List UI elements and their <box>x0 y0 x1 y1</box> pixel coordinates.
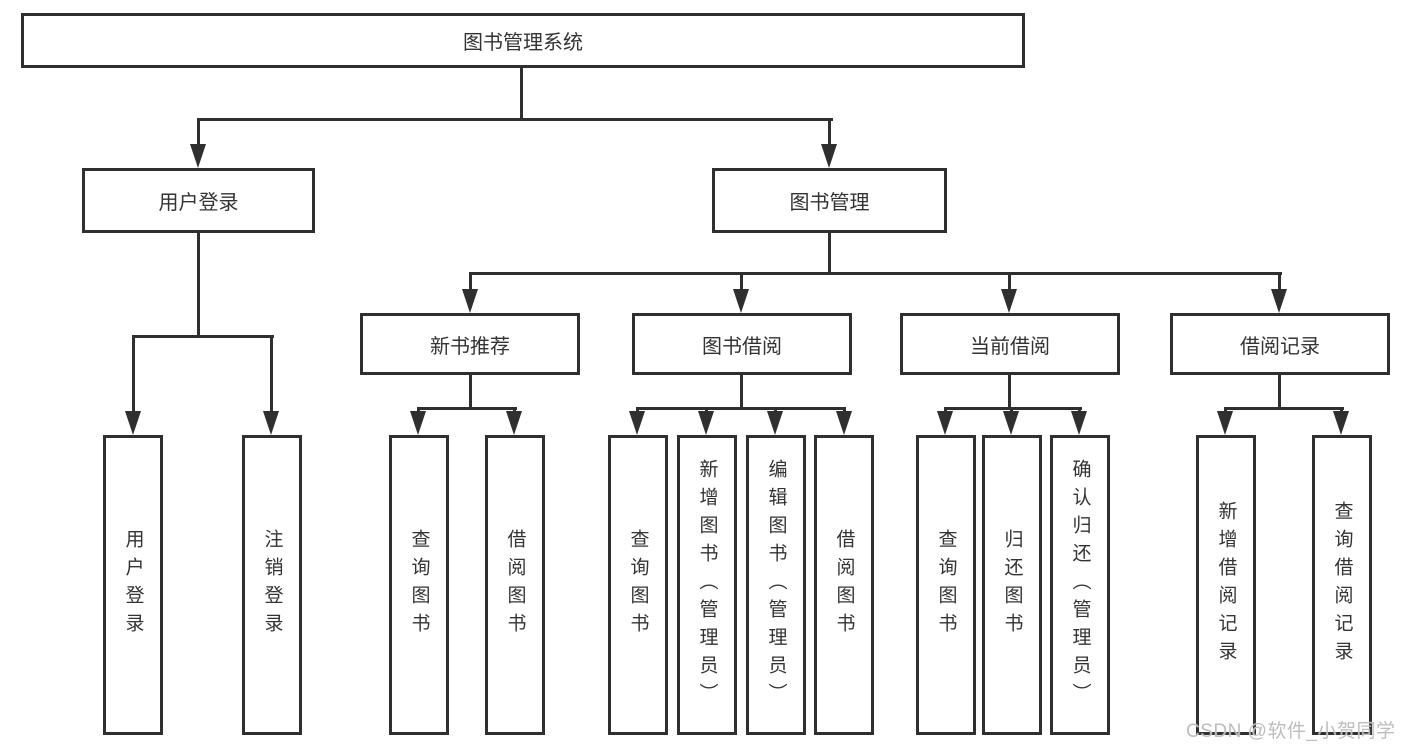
arrowhead-down-icon <box>506 411 522 435</box>
arrowhead-down-icon <box>767 411 783 435</box>
arrowhead-down-icon <box>836 411 852 435</box>
leaf-label: 新增借阅记录 <box>1215 501 1237 669</box>
leaf-label: 用户登录 <box>122 529 144 641</box>
arrowhead-down-icon <box>1071 411 1087 435</box>
node-book-management: 图书管理 <box>712 168 947 233</box>
connector-vline <box>1008 375 1011 409</box>
leaf-logout: 注销登录 <box>242 435 302 735</box>
leaf-add-books-admin: 新增图书（管理员） <box>677 435 737 735</box>
leaf-label: 查询图书 <box>935 529 957 641</box>
leaf-query-borrow-record: 查询借阅记录 <box>1312 435 1372 735</box>
leaf-label: 归还图书 <box>1001 529 1023 641</box>
leaf-user-login: 用户登录 <box>103 435 163 735</box>
connector-hline <box>132 335 274 338</box>
arrowhead-down-icon <box>821 144 837 168</box>
connector-vline <box>1008 272 1011 291</box>
arrowhead-down-icon <box>1001 289 1017 313</box>
connector-vline <box>469 272 472 291</box>
arrowhead-down-icon <box>733 289 749 313</box>
connector-vline <box>520 68 523 121</box>
arrowhead-down-icon <box>125 411 141 435</box>
arrowhead-down-icon <box>1333 411 1349 435</box>
leaf-label: 查询图书 <box>408 529 430 641</box>
connector-vline <box>828 233 831 275</box>
node-root-library-system: 图书管理系统 <box>21 13 1025 68</box>
connector-vline <box>270 335 273 413</box>
leaf-label: 借阅图书 <box>833 529 855 641</box>
leaf-add-borrow-record: 新增借阅记录 <box>1196 435 1256 735</box>
arrowhead-down-icon <box>462 289 478 313</box>
leaf-return-books: 归还图书 <box>982 435 1042 735</box>
leaf-query-books-borrow: 查询图书 <box>608 435 668 735</box>
leaf-label: 查询图书 <box>627 529 649 641</box>
node-label: 图书管理 <box>789 192 870 214</box>
leaf-label: 查询借阅记录 <box>1331 501 1353 669</box>
connector-hline <box>944 407 1082 410</box>
connector-hline <box>197 118 833 121</box>
leaf-label: 编辑图书（管理员） <box>765 459 787 711</box>
connector-vline <box>740 375 743 409</box>
arrowhead-down-icon <box>1271 289 1287 313</box>
leaf-confirm-return-admin: 确认归还（管理员） <box>1050 435 1110 735</box>
connector-vline <box>828 118 831 146</box>
connector-vline <box>740 272 743 291</box>
arrowhead-down-icon <box>263 411 279 435</box>
arrowhead-down-icon <box>1217 411 1233 435</box>
leaf-label: 借阅图书 <box>504 529 526 641</box>
node-label: 当前借阅 <box>970 335 1050 358</box>
connector-hline <box>1224 407 1344 410</box>
leaf-edit-books-admin: 编辑图书（管理员） <box>746 435 806 735</box>
arrowhead-down-icon <box>190 144 206 168</box>
node-label: 借阅记录 <box>1240 335 1320 358</box>
connector-hline <box>469 272 1282 275</box>
connector-vline <box>132 335 135 413</box>
node-book-borrow: 图书借阅 <box>632 313 852 375</box>
connector-vline <box>1278 375 1281 409</box>
node-user-login: 用户登录 <box>82 168 315 233</box>
connector-vline <box>469 375 472 409</box>
node-label: 图书借阅 <box>702 335 782 358</box>
csdn-watermark: CSDN @软件_小贺同学 <box>1186 721 1396 742</box>
connector-hline <box>417 407 517 410</box>
connector-vline <box>197 118 200 146</box>
connector-vline <box>1278 272 1281 291</box>
arrowhead-down-icon <box>1003 411 1019 435</box>
leaf-query-books-newbooks: 查询图书 <box>389 435 449 735</box>
node-new-book-recommend: 新书推荐 <box>360 313 580 375</box>
connector-hline <box>636 407 846 410</box>
arrowhead-down-icon <box>410 411 426 435</box>
arrowhead-down-icon <box>698 411 714 435</box>
node-current-borrow: 当前借阅 <box>900 313 1120 375</box>
leaf-label: 注销登录 <box>261 529 283 641</box>
arrowhead-down-icon <box>629 411 645 435</box>
node-borrow-records: 借阅记录 <box>1170 313 1390 375</box>
leaf-label: 新增图书（管理员） <box>696 459 718 711</box>
leaf-borrow-books-newbooks: 借阅图书 <box>485 435 545 735</box>
leaf-borrow-books-borrow: 借阅图书 <box>814 435 874 735</box>
node-label: 新书推荐 <box>430 335 510 358</box>
connector-vline <box>197 233 200 338</box>
arrowhead-down-icon <box>937 411 953 435</box>
leaf-query-books-current: 查询图书 <box>916 435 976 735</box>
node-label: 图书管理系统 <box>463 32 583 54</box>
node-label: 用户登录 <box>158 192 239 214</box>
leaf-label: 确认归还（管理员） <box>1069 459 1091 711</box>
